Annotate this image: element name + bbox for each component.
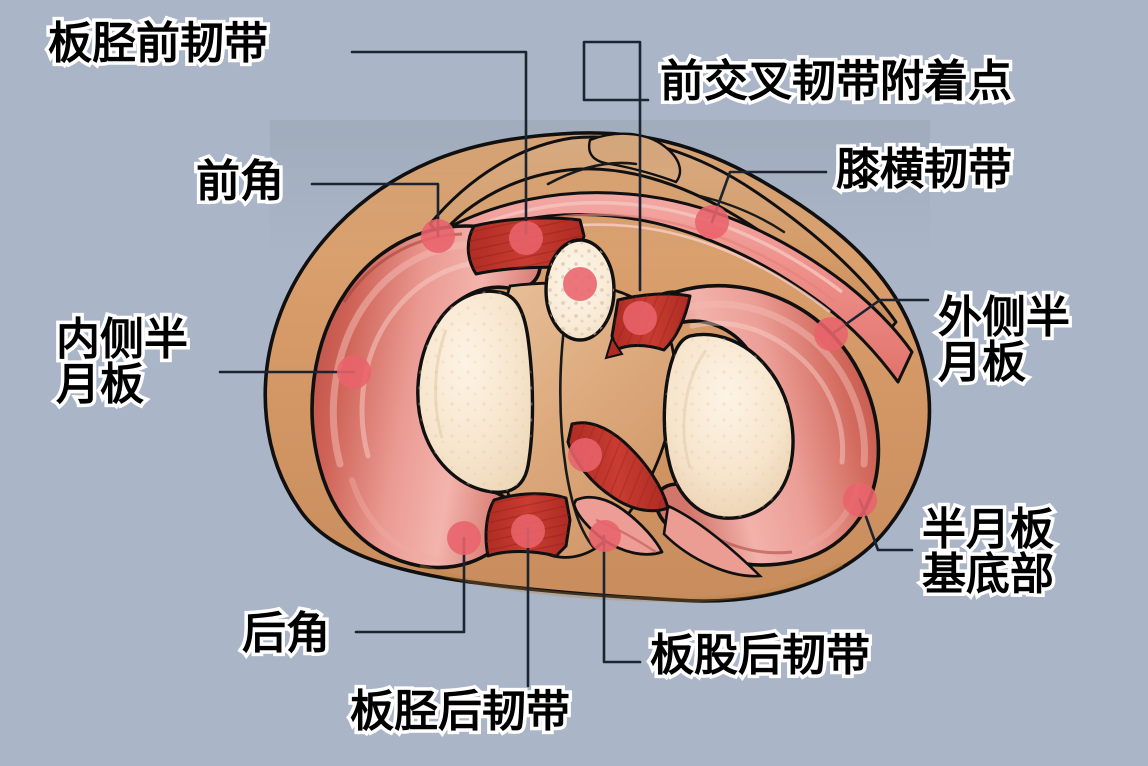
label-posterior-meniscofemoral-ligament: 板股后韧带 (650, 631, 870, 680)
medial-tibial-cartilage (416, 289, 535, 494)
label-line: 板胫后韧带 (347, 686, 574, 738)
label-anterior-meniscotibial-ligament-halo: 板胫前韧带 (45, 18, 272, 70)
label-meniscal-root: 半月板基底部 (922, 505, 1054, 599)
label-line: 内侧半 (53, 314, 192, 366)
marker-anterior-horn (421, 219, 455, 253)
label-line: 月板 (935, 337, 1030, 389)
marker-acl-attachment (563, 267, 597, 301)
label-line: 前交叉韧带附着点 (660, 57, 1012, 106)
label-line: 膝横韧带 (833, 144, 1016, 196)
marker-medial-meniscus (337, 355, 371, 389)
leader-line-lateral-meniscus (830, 298, 930, 336)
leader-line-anterior-horn (310, 182, 440, 238)
lateral-tibial-cartilage (662, 332, 795, 520)
label-line: 板胫前韧带 (48, 19, 268, 68)
label-line: 内侧半 (56, 315, 188, 364)
label-posterior-horn: 后角 (242, 609, 330, 658)
label-lateral-meniscus: 外侧半月板 (938, 293, 1070, 387)
label-line: 板股后韧带 (647, 630, 874, 682)
leader-line-anterior-meniscotibial-ligament (350, 50, 528, 236)
label-line: 前角 (193, 156, 288, 208)
marker-transverse-ligament (695, 205, 729, 239)
transverse-ligament-band (438, 191, 914, 384)
leader-lines (218, 40, 930, 688)
label-medial-meniscus-halo: 内侧半月板 (53, 314, 192, 411)
leader-line-transverse-ligament-of-knee (710, 170, 828, 224)
marker-lateral-meniscus (814, 317, 848, 351)
marker-posterior-meniscofemoral-ligament (568, 438, 602, 472)
label-line: 月板 (56, 359, 144, 409)
label-line: 半月板 (922, 505, 1054, 554)
label-line: 月板 (53, 359, 148, 411)
label-posterior-meniscotibial-ligament-halo: 板胫后韧带 (347, 686, 574, 738)
leader-line-posterior-meniscofemoral-ligament (602, 534, 642, 664)
posterior-rim-shading (419, 561, 844, 603)
label-line: 板胫后韧带 (350, 687, 570, 736)
marker-acl-lateral-slip (623, 301, 657, 335)
label-line: 膝横韧带 (836, 145, 1012, 194)
label-transverse-ligament-of-knee: 膝横韧带 (836, 145, 1012, 194)
label-anterior-cruciate-ligament-attachment-halo: 前交叉韧带附着点 (657, 56, 1016, 108)
leader-line-meniscal-root (858, 498, 914, 552)
label-anterior-cruciate-ligament-attachment: 前交叉韧带附着点 (660, 57, 1012, 106)
label-line: 半月板 (919, 504, 1058, 556)
label-line: 基底部 (922, 549, 1054, 599)
label-line: 板胫前韧带 (45, 18, 272, 70)
label-line: 月板 (938, 337, 1026, 387)
label-posterior-horn-halo: 后角 (239, 608, 334, 660)
marker-posterior-meniscofemoral-ligament-2 (589, 520, 621, 552)
label-medial-meniscus: 内侧半月板 (56, 315, 188, 409)
marker-posterior-meniscotibial-ligament (511, 514, 545, 548)
label-posterior-meniscofemoral-ligament-halo: 板股后韧带 (647, 630, 874, 682)
leader-line-anterior-cruciate-ligament-attachment (582, 40, 650, 292)
label-line: 后角 (239, 608, 334, 660)
label-lateral-meniscus-halo: 外侧半月板 (935, 292, 1074, 389)
label-line: 外侧半 (938, 293, 1070, 342)
label-anterior-horn: 前角 (196, 157, 284, 206)
label-posterior-meniscotibial-ligament: 板胫后韧带 (350, 687, 570, 736)
leader-line-posterior-horn (354, 536, 466, 634)
marker-dots (337, 205, 877, 555)
label-anterior-meniscotibial-ligament: 板胫前韧带 (48, 19, 268, 68)
label-line: 基底部 (919, 549, 1058, 601)
label-meniscal-root-halo: 半月板基底部 (919, 504, 1058, 601)
label-line: 前交叉韧带附着点 (657, 56, 1016, 108)
label-line: 外侧半 (935, 292, 1074, 344)
label-line: 前角 (196, 157, 284, 206)
marker-meniscal-root (843, 483, 877, 517)
label-transverse-ligament-of-knee-halo: 膝横韧带 (833, 144, 1016, 196)
label-line: 后角 (242, 609, 330, 658)
label-line: 板股后韧带 (650, 631, 870, 680)
marker-anterior-meniscotibial-ligament (509, 221, 543, 255)
marker-posterior-horn (447, 521, 481, 555)
label-anterior-horn-halo: 前角 (193, 156, 288, 208)
